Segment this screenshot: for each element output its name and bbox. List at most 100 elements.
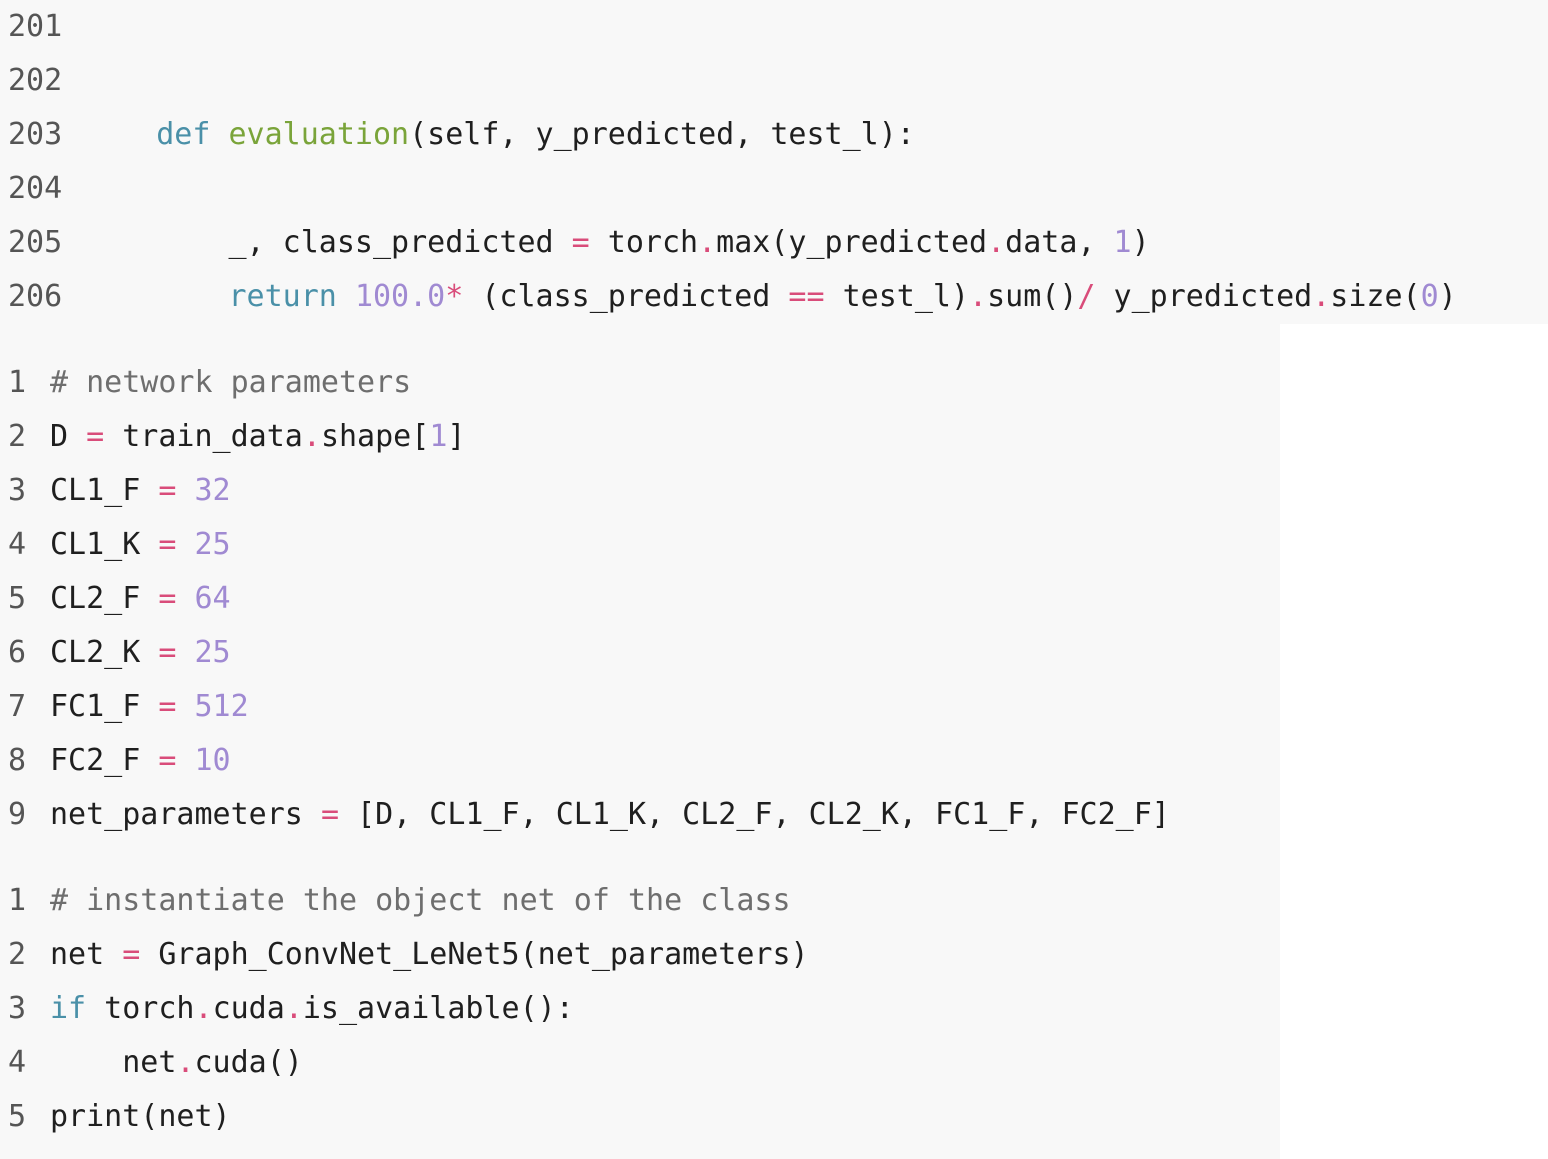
code-text-token: is_available(): bbox=[302, 991, 574, 1026]
line-number: 7 bbox=[8, 689, 27, 724]
number-token: 32 bbox=[194, 473, 231, 508]
line-number: 2 bbox=[8, 937, 27, 972]
code-text-token: _, class_predicted bbox=[84, 225, 572, 260]
operator-token: = bbox=[158, 689, 177, 724]
code-text-token: (self, y_predicted, test_l): bbox=[409, 117, 915, 152]
code-text-token bbox=[176, 635, 194, 670]
code-text-token: shape[ bbox=[320, 419, 430, 454]
comment-token: # network parameters bbox=[50, 365, 412, 400]
code-content: # network parameters bbox=[50, 356, 411, 410]
number-token: 10 bbox=[194, 743, 231, 778]
operator-token: . bbox=[969, 279, 988, 314]
code-content: if torch.cuda.is_available(): bbox=[50, 982, 574, 1036]
code-text-token: CL2_K bbox=[50, 635, 159, 670]
number-token: 1 bbox=[429, 419, 448, 454]
line-number: 201 bbox=[8, 9, 63, 44]
code-text-token: torch bbox=[86, 991, 195, 1026]
code-text-token: Graph_ConvNet_LeNet5(net_parameters) bbox=[140, 937, 809, 972]
line-number: 4 bbox=[8, 527, 27, 562]
operator-token: . bbox=[284, 991, 303, 1026]
code-text-token: size( bbox=[1330, 279, 1421, 314]
code-text-token bbox=[176, 473, 194, 508]
code-text-token: ] bbox=[447, 419, 466, 454]
code-text-token bbox=[176, 581, 194, 616]
code-text-token bbox=[210, 117, 228, 152]
code-text-token: print(net) bbox=[50, 1099, 231, 1134]
operator-token: . bbox=[698, 225, 717, 260]
code-content: CL2_F = 64 bbox=[50, 572, 231, 626]
code-content: CL1_K = 25 bbox=[50, 518, 231, 572]
code-text-token: FC1_F bbox=[50, 689, 159, 724]
number-token: 25 bbox=[194, 635, 231, 670]
code-text-token bbox=[176, 689, 194, 724]
code-content: FC1_F = 512 bbox=[50, 680, 249, 734]
code-block-network-parameters: 1 # network parameters 2 D = train_data.sha… bbox=[0, 324, 1280, 842]
code-text-token: cuda() bbox=[194, 1045, 303, 1080]
code-text-token: CL1_K bbox=[50, 527, 159, 562]
code-text-token: [D, CL1_F, CL1_K, CL2_F, CL2_K, FC1_F, F… bbox=[339, 797, 1170, 832]
number-token: 100.0 bbox=[354, 279, 446, 314]
operator-token: = bbox=[158, 473, 177, 508]
operator-token: = bbox=[158, 635, 177, 670]
code-content: CL2_K = 25 bbox=[50, 626, 231, 680]
code-content: _, class_predicted = torch.max(y_predict… bbox=[84, 216, 1150, 270]
operator-token: . bbox=[987, 225, 1006, 260]
code-content: net.cuda() bbox=[50, 1036, 303, 1090]
code-text-token: ) bbox=[1131, 225, 1150, 260]
line-number: 204 bbox=[8, 171, 63, 206]
line-number: 5 bbox=[8, 1099, 27, 1134]
number-token: 25 bbox=[194, 527, 231, 562]
operator-token: . bbox=[194, 991, 213, 1026]
comment-token: # instantiate the object net of the clas… bbox=[50, 883, 791, 918]
operator-token: = bbox=[158, 581, 177, 616]
function-name-token: evaluation bbox=[228, 117, 410, 152]
operator-token: . bbox=[1312, 279, 1331, 314]
code-text-token bbox=[176, 527, 194, 562]
line-number: 205 bbox=[8, 225, 63, 260]
code-content: print(net) bbox=[50, 1090, 231, 1144]
line-number: 3 bbox=[8, 991, 27, 1026]
number-token: 0 bbox=[1420, 279, 1439, 314]
code-content: D = train_data.shape[1] bbox=[50, 410, 465, 464]
line-number: 202 bbox=[8, 63, 63, 98]
operator-token: = bbox=[571, 225, 590, 260]
line-number: 206 bbox=[8, 279, 63, 314]
code-text-token: cuda bbox=[212, 991, 285, 1026]
code-text-token: max(y_predicted bbox=[716, 225, 988, 260]
operator-token: = bbox=[320, 797, 339, 832]
code-text-token: data, bbox=[1005, 225, 1114, 260]
code-text-token: CL2_F bbox=[50, 581, 159, 616]
code-content: def evaluation(self, y_predicted, test_l… bbox=[84, 108, 915, 162]
code-text-token: CL1_F bbox=[50, 473, 159, 508]
line-number: 4 bbox=[8, 1045, 27, 1080]
code-text-token: ) bbox=[1438, 279, 1457, 314]
operator-token: = bbox=[122, 937, 141, 972]
code-content: FC2_F = 10 bbox=[50, 734, 231, 788]
code-text-token: net_parameters bbox=[50, 797, 321, 832]
code-text-token: FC2_F bbox=[50, 743, 159, 778]
code-text-token: (class_predicted bbox=[463, 279, 789, 314]
line-number: 9 bbox=[8, 797, 27, 832]
code-text-token: sum() bbox=[987, 279, 1078, 314]
line-number: 8 bbox=[8, 743, 27, 778]
code-text-token bbox=[84, 279, 229, 314]
code-text-token: net bbox=[50, 937, 123, 972]
code-text-token bbox=[176, 743, 194, 778]
keyword-token: if bbox=[50, 991, 87, 1026]
keyword-token: return bbox=[228, 279, 337, 314]
code-block-instantiate-net: 1# instantiate the object net of the cla… bbox=[0, 842, 1280, 1159]
operator-token: . bbox=[176, 1045, 195, 1080]
code-content: # instantiate the object net of the clas… bbox=[50, 874, 791, 928]
line-number: 2 bbox=[8, 419, 27, 454]
code-content: net_parameters = [D, CL1_F, CL1_K, CL2_F… bbox=[50, 788, 1170, 842]
line-number: 6 bbox=[8, 635, 27, 670]
code-content: CL1_F = 32 bbox=[50, 464, 231, 518]
code-content: return 100.0* (class_predicted == test_l… bbox=[84, 270, 1457, 324]
number-token: 512 bbox=[194, 689, 249, 724]
code-text-token bbox=[84, 117, 156, 152]
operator-token: = bbox=[86, 419, 105, 454]
code-text-token bbox=[337, 279, 355, 314]
number-token: 1 bbox=[1113, 225, 1132, 260]
operator-token: . bbox=[302, 419, 321, 454]
